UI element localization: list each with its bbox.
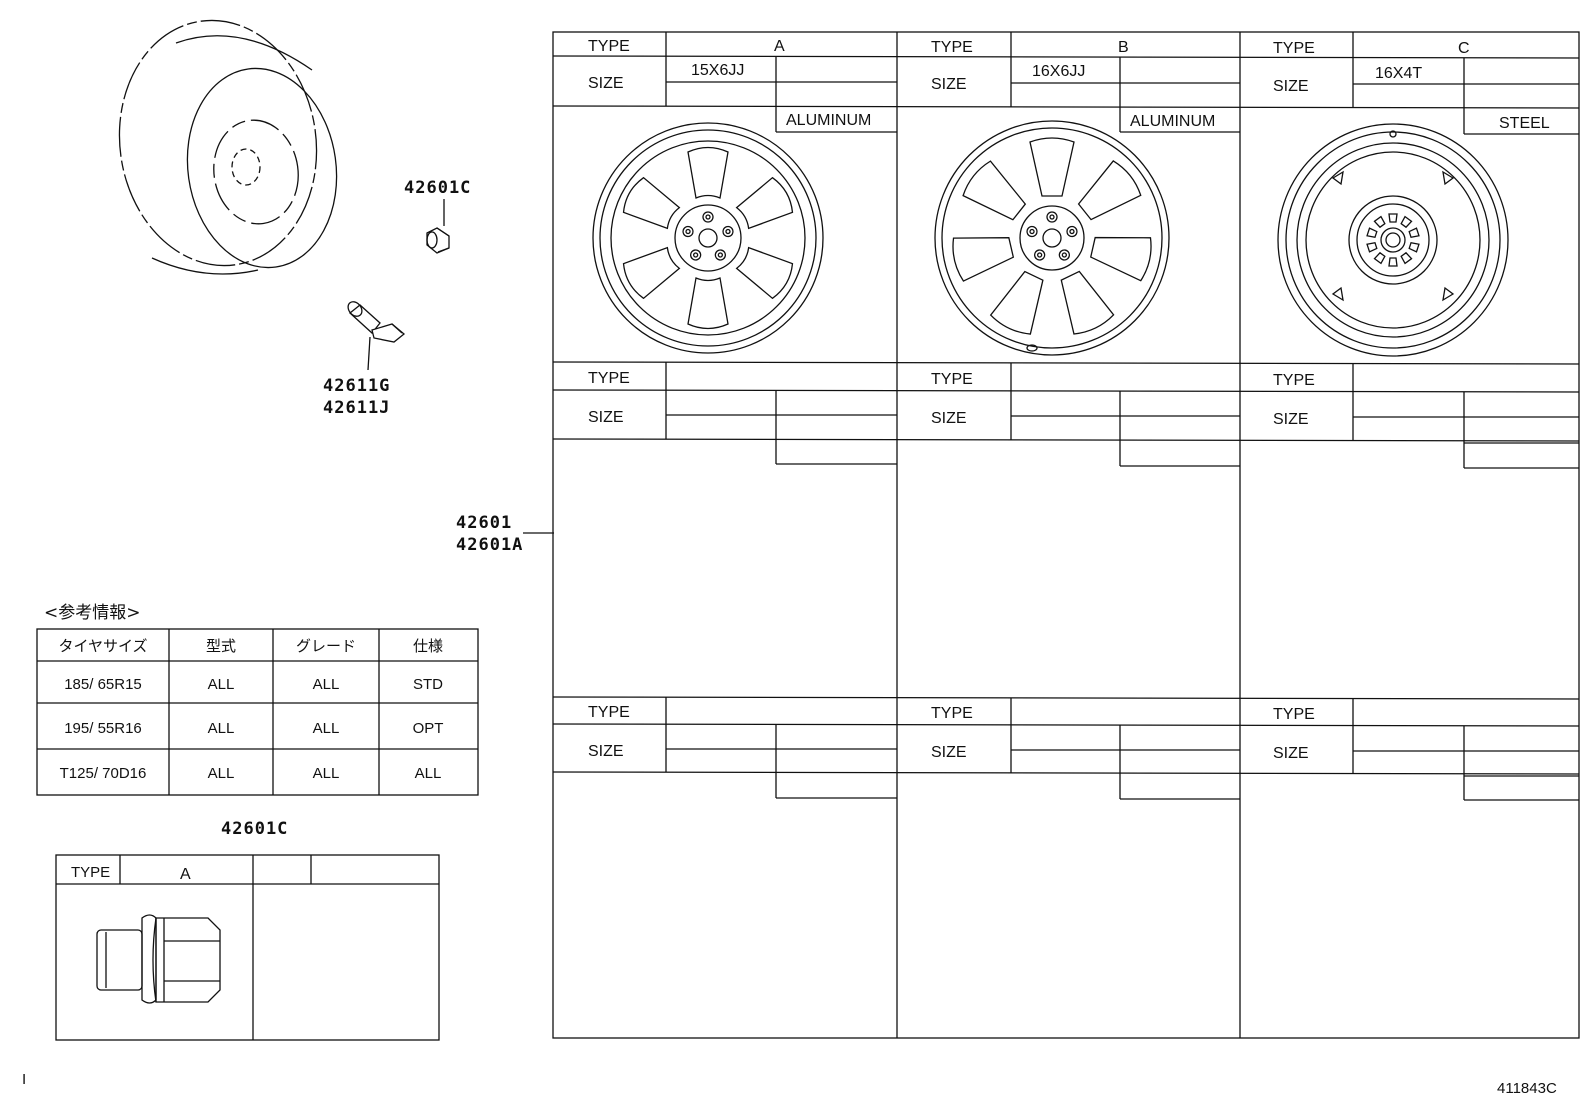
- aluminum-7-spoke-wheel-icon: [934, 120, 1170, 356]
- ref-cell: T125/ 70D16: [60, 765, 147, 782]
- ref-cell: ALL: [313, 765, 340, 782]
- ref-header-grade: グレード: [296, 638, 356, 655]
- size-label-row3-b: SIZE: [931, 744, 967, 761]
- type-label-row3-c: TYPE: [1273, 706, 1315, 723]
- size-label-row3-c: SIZE: [1273, 745, 1309, 762]
- steel-spare-wheel-icon: [1277, 123, 1509, 357]
- size-label-a: SIZE: [588, 75, 624, 92]
- material-c: STEEL: [1499, 115, 1550, 132]
- aluminum-6-spoke-wheel-icon: [592, 122, 824, 354]
- nut-type-label: TYPE: [71, 864, 110, 881]
- size-value-a: 15X6JJ: [691, 62, 744, 79]
- type-label-row3-b: TYPE: [931, 705, 973, 722]
- type-label-b: TYPE: [931, 39, 973, 56]
- hub-nut-icon: [96, 914, 221, 1004]
- ref-cell: ALL: [208, 720, 235, 737]
- type-label-row2-b: TYPE: [931, 371, 973, 388]
- wheel-type-table-grid: [552, 31, 1580, 1039]
- type-label-row3-a: TYPE: [588, 704, 630, 721]
- size-label-b: SIZE: [931, 76, 967, 93]
- ref-cell: ALL: [415, 765, 442, 782]
- callout-42601a[interactable]: 42601A: [456, 535, 523, 555]
- size-label-row2-a: SIZE: [588, 409, 624, 426]
- callout-42601c[interactable]: 42601C: [404, 178, 471, 198]
- valve-cap-icon: [426, 199, 450, 254]
- size-value-c: 16X4T: [1375, 65, 1422, 82]
- type-label-c: TYPE: [1273, 40, 1315, 57]
- type-value-b: B: [1118, 39, 1129, 56]
- nut-type-value: A: [180, 866, 191, 883]
- ref-cell: 195/ 55R16: [64, 720, 142, 737]
- reference-table-grid: [36, 628, 479, 796]
- ref-header-model: 型式: [206, 638, 236, 655]
- material-b: ALUMINUM: [1130, 113, 1215, 130]
- valve-stem-icon: [347, 301, 406, 371]
- size-value-b: 16X6JJ: [1032, 63, 1085, 80]
- type-value-c: C: [1458, 40, 1470, 57]
- ref-header-spec: 仕様: [413, 638, 443, 655]
- type-label-row2-a: TYPE: [588, 370, 630, 387]
- size-label-c: SIZE: [1273, 78, 1309, 95]
- ref-cell: OPT: [413, 720, 444, 737]
- ref-cell: 185/ 65R15: [64, 676, 142, 693]
- page-mark: I: [22, 1071, 26, 1088]
- material-a: ALUMINUM: [786, 112, 871, 129]
- type-label-a: TYPE: [588, 38, 630, 55]
- ref-header-tire-size: タイヤサイズ: [58, 638, 147, 655]
- callout-42611j[interactable]: 42611J: [323, 398, 390, 418]
- reference-title: <参考情報>: [44, 603, 141, 623]
- nut-table-title[interactable]: 42601C: [221, 819, 288, 839]
- ref-cell: ALL: [208, 676, 235, 693]
- nut-type-table-grid: [55, 854, 440, 1041]
- ref-cell: ALL: [313, 720, 340, 737]
- ref-cell: ALL: [313, 676, 340, 693]
- ref-cell: STD: [413, 676, 443, 693]
- size-label-row2-c: SIZE: [1273, 411, 1309, 428]
- callout-42601[interactable]: 42601: [456, 513, 512, 533]
- diagram-code: 411843C: [1497, 1080, 1557, 1097]
- ref-cell: ALL: [208, 765, 235, 782]
- size-label-row3-a: SIZE: [588, 743, 624, 760]
- type-value-a: A: [774, 38, 785, 55]
- callout-42611g[interactable]: 42611G: [323, 376, 390, 396]
- tire-icon: [118, 19, 338, 275]
- size-label-row2-b: SIZE: [931, 410, 967, 427]
- type-label-row2-c: TYPE: [1273, 372, 1315, 389]
